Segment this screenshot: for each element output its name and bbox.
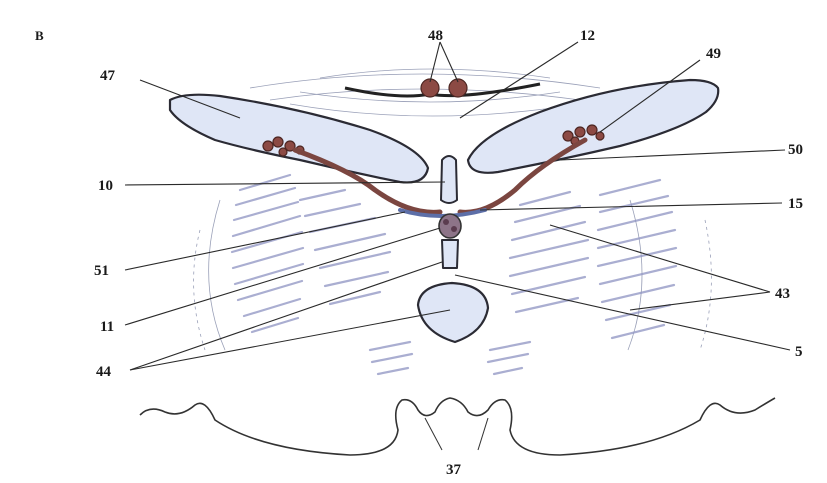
label-12: 12: [580, 28, 595, 44]
label-5: 5: [795, 344, 803, 360]
label-44: 44: [96, 364, 112, 380]
third-ventricle-stalk: [442, 240, 458, 268]
label-51: 51: [94, 263, 109, 279]
striated-matter-left: [232, 175, 412, 374]
label-47: 47: [100, 68, 116, 84]
label-43: 43: [775, 286, 790, 302]
label-10: 10: [98, 178, 113, 194]
label-50: 50: [788, 142, 803, 158]
septum-column: [441, 156, 457, 203]
label-48: 48: [428, 28, 443, 44]
label-37: 37: [446, 462, 462, 478]
basal-outline: [140, 398, 775, 455]
panel-label: B: [35, 28, 44, 43]
label-15: 15: [788, 196, 803, 212]
midline-nucleus: [439, 214, 461, 238]
label-11: 11: [100, 319, 114, 335]
midline-ventricle-oval: [418, 283, 488, 342]
left-lateral-ventricle: [170, 95, 428, 183]
label-49: 49: [706, 46, 721, 62]
